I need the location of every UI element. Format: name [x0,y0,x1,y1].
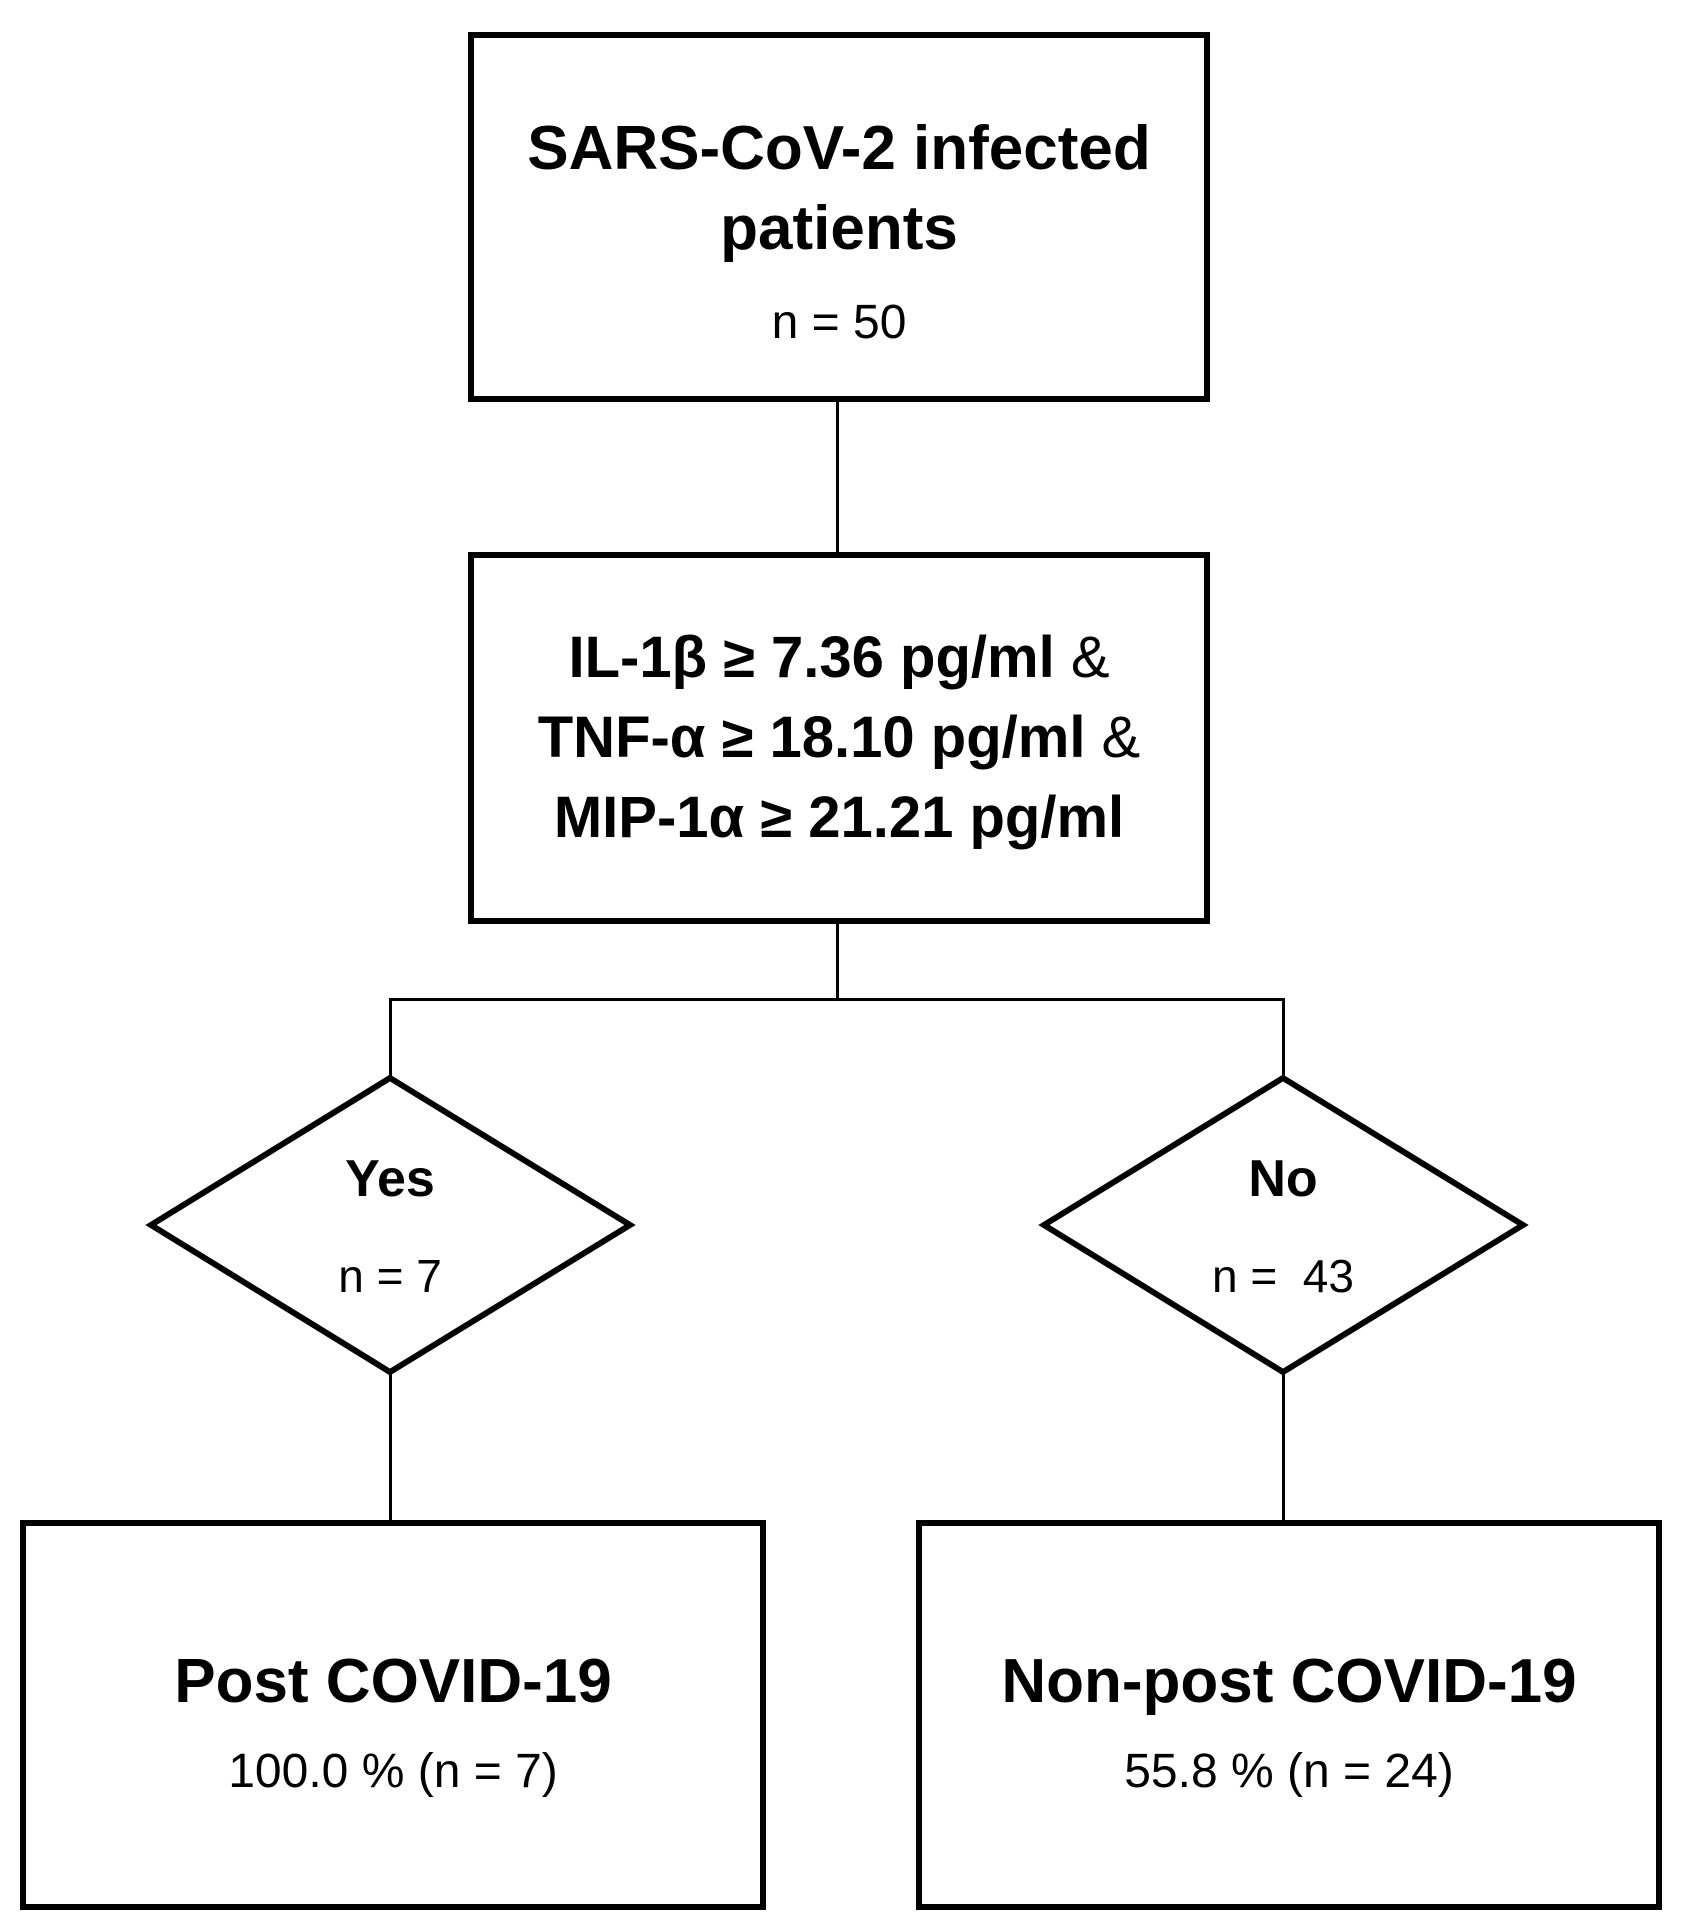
post-covid-stat: 100.0 % (n = 7) [228,1744,558,1798]
cytokine-criteria-box: IL-1β ≥ 7.36 pg/ml & TNF-α ≥ 18.10 pg/ml… [468,552,1210,924]
connector-yes-to-post [389,1372,392,1520]
post-covid-box: Post COVID-19 100.0 % (n = 7) [20,1520,766,1910]
decision-yes-label: Yes [345,1150,435,1208]
infected-patients-title-line1: SARS-CoV-2 infected [527,113,1151,183]
non-post-covid-box: Non-post COVID-19 55.8 % (n = 24) [916,1520,1662,1910]
infected-patients-title-line2: patients [720,193,958,263]
decision-yes-diamond [145,1074,636,1376]
post-covid-title: Post COVID-19 [174,1646,612,1716]
criteria-line-tnfa: TNF-α ≥ 18.10 pg/ml & [538,698,1141,778]
infected-patients-box: SARS-CoV-2 infected patients n = 50 [468,32,1210,402]
connector-top-to-criteria [836,402,839,552]
criteria-line-mip1a: MIP-1α ≥ 21.21 pg/ml [554,778,1124,858]
connector-branch-horizontal [389,998,1285,1001]
decision-yes-count: n = 7 [338,1250,442,1302]
criteria-condition-mip1a: MIP-1α ≥ 21.21 pg/ml [553,785,1125,850]
criteria-condition-il1b: IL-1β ≥ 7.36 pg/ml [568,625,1055,690]
decision-no-diamond [1038,1074,1529,1376]
connector-no-to-nonpost [1282,1372,1285,1520]
connector-criteria-to-branch [836,924,839,1000]
decision-no-count: n = 43 [1212,1250,1354,1302]
criteria-condition-tnfa: TNF-α ≥ 18.10 pg/ml [537,705,1086,770]
decision-no-label: No [1248,1150,1317,1208]
connector-branch-to-yes [389,998,392,1078]
criteria-joiner-il1b: & [1054,625,1110,690]
criteria-joiner-tnfa: & [1085,705,1141,770]
non-post-covid-stat: 55.8 % (n = 24) [1124,1744,1454,1798]
infected-patients-count: n = 50 [771,295,907,349]
non-post-covid-title: Non-post COVID-19 [1001,1646,1577,1716]
criteria-line-il1b: IL-1β ≥ 7.36 pg/ml & [568,618,1109,698]
connector-branch-to-no [1282,998,1285,1078]
